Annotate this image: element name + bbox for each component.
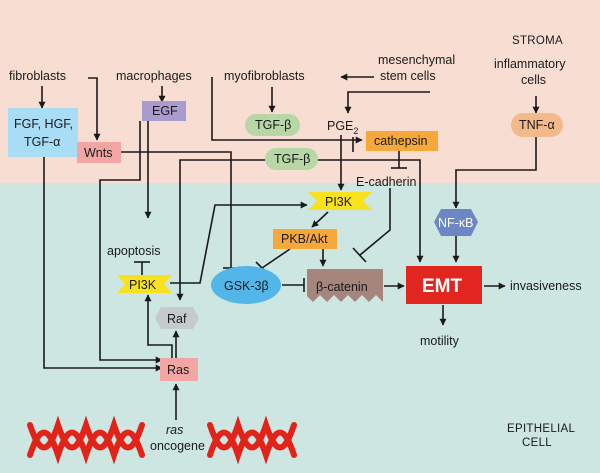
epithelial-label-line1: EPITHELIAL — [507, 423, 575, 435]
pi3k-left-node: PI3K — [117, 275, 172, 293]
inflammatory-label-line2: cells — [521, 73, 546, 87]
svg-text:TGF-α: TGF-α — [24, 135, 60, 149]
inflammatory-label-line1: inflammatory — [494, 57, 566, 71]
svg-text:TNF-α: TNF-α — [519, 118, 555, 132]
myofibroblasts-label: myofibroblasts — [224, 69, 305, 83]
oncogene-label: oncogene — [150, 439, 205, 453]
svg-text:FGF, HGF,: FGF, HGF, — [14, 117, 73, 131]
tnf-alpha-node: TNF-α — [511, 113, 563, 137]
svg-text:Wnts: Wnts — [84, 146, 112, 160]
svg-text:Ras: Ras — [167, 363, 189, 377]
dna-helix-right-icon — [207, 415, 297, 465]
svg-text:Raf: Raf — [167, 312, 187, 326]
svg-text:EGF: EGF — [152, 104, 178, 118]
pkb-akt-node: PKB/Akt — [273, 229, 337, 249]
pge2-label: PGE2 — [327, 119, 358, 136]
svg-text:PGE2: PGE2 — [327, 119, 358, 136]
stroma-label: STROMA — [512, 35, 563, 47]
tgf-beta-top-node: TGF-β — [245, 114, 300, 136]
raf-node: Raf — [155, 307, 199, 329]
mesenchymal-label-line2: stem cells — [380, 69, 436, 83]
ras-gene-label: ras — [166, 423, 183, 437]
svg-text:TGF-β: TGF-β — [274, 152, 310, 166]
svg-text:GSK-3β: GSK-3β — [224, 279, 269, 293]
svg-text:PKB/Akt: PKB/Akt — [281, 232, 328, 246]
pathway-edges — [38, 73, 540, 420]
fibroblasts-label: fibroblasts — [9, 69, 66, 83]
nf-kappa-b-node: NF-κB — [434, 209, 478, 236]
svg-text:β-catenin: β-catenin — [316, 280, 368, 294]
svg-text:PI3K: PI3K — [129, 278, 157, 292]
emt-node: EMT — [406, 266, 482, 304]
ras-node: Ras — [160, 358, 198, 381]
svg-text:EMT: EMT — [422, 276, 463, 297]
egf-node: EGF — [142, 101, 186, 121]
svg-text:NF-κB: NF-κB — [438, 216, 473, 230]
cathepsin-node: cathepsin — [366, 131, 438, 151]
wnts-node: Wnts — [77, 142, 121, 163]
pi3k-top-node: PI3K — [308, 192, 372, 210]
beta-catenin-node: β-catenin — [307, 269, 383, 302]
invasiveness-label: invasiveness — [510, 279, 582, 293]
macrophages-label: macrophages — [116, 69, 192, 83]
motility-label: motility — [420, 334, 460, 348]
svg-text:TGF-β: TGF-β — [255, 118, 291, 132]
e-cadherin-label: E-cadherin — [356, 175, 416, 189]
epithelial-label-line2: CELL — [522, 437, 552, 449]
dna-helix-left-icon — [27, 415, 145, 465]
mesenchymal-label-line1: mesenchymal — [378, 53, 455, 67]
fgf-hgf-tgfa-node: FGF, HGF, TGF-α — [8, 108, 78, 157]
svg-text:PI3K: PI3K — [325, 195, 353, 209]
gsk-3-beta-node: GSK-3β — [211, 266, 281, 304]
svg-text:cathepsin: cathepsin — [374, 134, 428, 148]
apoptosis-label: apoptosis — [107, 244, 161, 258]
tgf-beta-mid-node: TGF-β — [265, 148, 318, 170]
